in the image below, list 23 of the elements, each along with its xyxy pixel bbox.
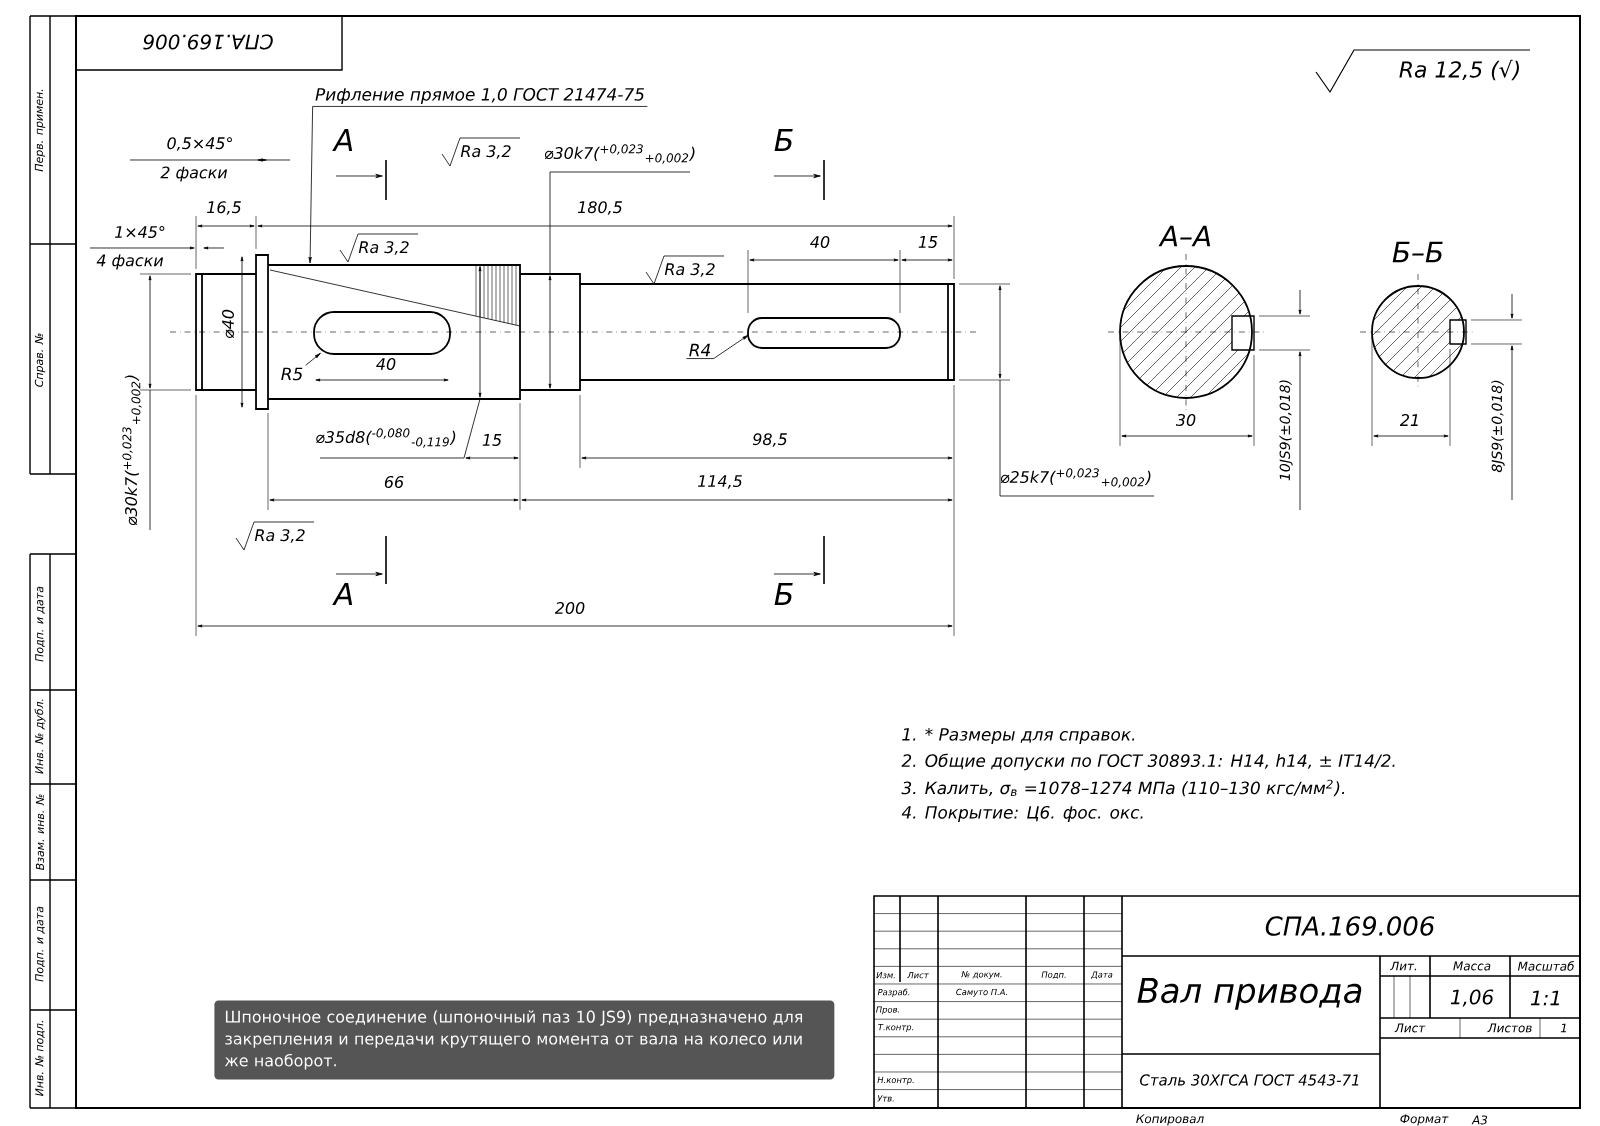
section-letter: А (332, 583, 353, 605)
note-text: 2. Общие допуски по ГОСТ 30893.1: H14, h14, ± IT14/2. (901, 753, 1395, 771)
section-letter: Б (774, 129, 793, 151)
title-block-text: 1:1 (1530, 990, 1559, 1006)
section-title: А–А (1158, 225, 1211, 247)
section-letter: Б (774, 583, 793, 605)
part-name: Вал привода (1137, 978, 1362, 1010)
section-title: Б–Б (1392, 241, 1443, 263)
leader-line (305, 352, 321, 366)
section-letter: А (332, 129, 353, 151)
note-text: 4. Покрытие: Ц6. фос. окс. (901, 805, 1143, 823)
radius-label: R5 (281, 367, 303, 381)
title-block-text: 1,06 (1450, 989, 1494, 1007)
leader-line (685, 334, 749, 359)
roughness-value: Ra 12,5 (√) (1399, 59, 1519, 81)
shaft-drawing (169, 254, 981, 410)
note-text: 3. Калить, σ$_{в}$ =1078–1274 МПа (110–130 кгс/мм$^{2}$). (901, 779, 1345, 797)
drawing-code: СПА.169.006 (1265, 916, 1435, 936)
radius-label: R4 (689, 343, 711, 357)
drawing-code: СПА.169.006 (143, 34, 273, 50)
leader-line (308, 106, 648, 264)
note-text: 1. * Размеры для справок. (902, 727, 1135, 745)
note-text: Рифление прямое 1,0 ГОСТ 21474-75 (315, 87, 644, 105)
